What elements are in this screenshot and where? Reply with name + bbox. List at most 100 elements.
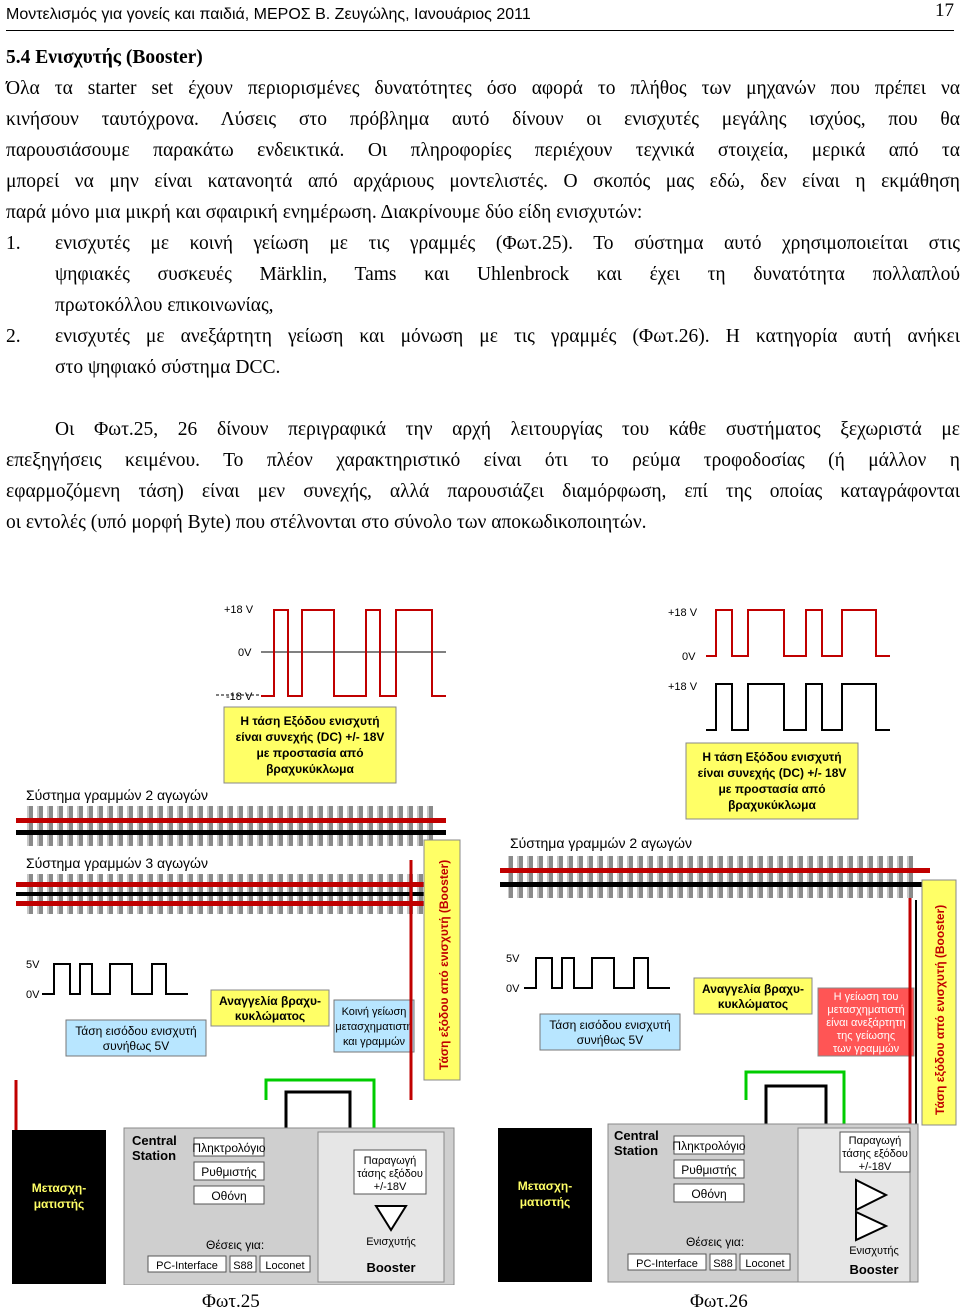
track-2-wire xyxy=(508,856,916,898)
gen-label: +/-18V xyxy=(374,1181,407,1193)
transformer-label: Μετασχη- xyxy=(518,1179,573,1193)
screen-label: Οθόνη xyxy=(691,1187,726,1201)
note-line: Αναγγελία βραχυ- xyxy=(702,982,804,996)
note-line: της γείωσης xyxy=(837,1030,895,1042)
note-line: και γραμμών xyxy=(343,1036,406,1048)
figure-25: +18 V 0V -18 V Η τάση Εξόδου ενισχυτή εί… xyxy=(6,580,468,1285)
transformer-label: ματιστής xyxy=(520,1195,571,1209)
note-line: βραχυκύκλωμα xyxy=(728,798,816,812)
text-line: οι εντολές (υπό μορφή Byte) που στέλνοντ… xyxy=(6,512,647,533)
amplifier-icon xyxy=(855,1178,889,1212)
figure-26: +18 V 0V +18 V Η τάση Εξόδου ενισχυτή εί… xyxy=(496,580,958,1285)
list-number: 1. xyxy=(6,233,21,254)
note-line: είναι συνεχής (DC) +/- 18V xyxy=(236,730,385,744)
list-number: 2. xyxy=(6,326,21,347)
vertical-output-label: Τάση εξόδου από ενισχυτή (Booster) xyxy=(437,860,451,1070)
note-line: είναι συνεχής (DC) +/- 18V xyxy=(698,766,847,780)
screen-label: Οθόνη xyxy=(211,1189,246,1203)
voltage-label: 5V xyxy=(506,953,520,965)
note-line: βραχυκύκλωμα xyxy=(266,762,354,776)
voltage-label: 0V xyxy=(682,651,696,663)
text-line: εφαρμοζόμενη τάση) είναι μεν συνεχής, αλ… xyxy=(6,481,960,502)
controller-label: Ρυθμιστής xyxy=(681,1163,737,1177)
note-line: κυκλώματος xyxy=(235,1009,305,1023)
note-line: Η γείωση του xyxy=(834,991,899,1003)
controller-label: Ρυθμιστής xyxy=(201,1165,257,1179)
vertical-output-label: Τάση εξόδου από ενισχυτή (Booster) xyxy=(933,905,947,1115)
note-line: Η τάση Εξόδου ενισχυτή xyxy=(240,714,379,728)
note-line: Αναγγελία βραχυ- xyxy=(219,994,321,1008)
voltage-label: 0V xyxy=(26,989,40,1001)
track-2-wire xyxy=(24,806,434,846)
note-line: Τάση εισόδου ενισχυτή xyxy=(549,1018,670,1032)
paragraph-1: Όλα τα starter set έχουν περιορισμένες δ… xyxy=(6,73,960,228)
note-line: με προστασία από xyxy=(256,746,363,760)
list-item: 2. ενισχυτές με ανεξάρτητη γείωση και μό… xyxy=(6,321,960,383)
voltage-label: 5V xyxy=(26,959,40,971)
track-2-label: Σύστημα γραμμών 2 αγωγών xyxy=(26,787,208,803)
text-line: στο ψηφιακό σύστημα DCC. xyxy=(55,357,281,378)
central-label: Station xyxy=(614,1143,658,1158)
port-label: PC-Interface xyxy=(636,1258,698,1270)
text-line: Όλα τα starter set έχουν περιορισμένες δ… xyxy=(6,78,960,99)
output-note-box xyxy=(685,742,859,820)
voltage-label: -18 V xyxy=(226,691,253,703)
voltage-label: +18 V xyxy=(668,607,698,619)
main-text: 5.4 Ενισχυτής (Booster) Όλα τα starter s… xyxy=(6,42,960,538)
port-label: S88 xyxy=(233,1260,253,1272)
track-3-label: Σύστημα γραμμών 3 αγωγών xyxy=(26,855,208,871)
voltage-label: 0V xyxy=(506,983,520,995)
note-line: μετασχηματιστή xyxy=(335,1021,412,1033)
voltage-label: +18 V xyxy=(224,604,254,616)
section-title: 5.4 Ενισχυτής (Booster) xyxy=(6,47,203,68)
transformer-box xyxy=(12,1130,106,1284)
note-line: μετασχηματιστή xyxy=(827,1004,904,1016)
central-label: Central xyxy=(614,1128,659,1143)
gen-label: Παραγωγή xyxy=(849,1135,902,1147)
text-line: ενισχυτές με ανεξάρτητη γείωση και μόνωσ… xyxy=(55,326,960,347)
port-label: Loconet xyxy=(265,1260,304,1272)
text-line: παρουσιάσουμε παρακάτω ενδεικτικά. Οι πλ… xyxy=(6,140,960,161)
amplifier-icon xyxy=(374,1205,408,1232)
transformer-label: ματιστής xyxy=(34,1197,85,1211)
note-line: κυκλώματος xyxy=(718,997,788,1011)
text-line: κινήσουν ταυτόχρονα. Λύσεις στο πρόβλημα… xyxy=(6,109,960,130)
page-header: Μοντελισμός για γονείς και παιδιά, ΜΕΡΟΣ… xyxy=(6,0,954,31)
keyboard-label: Πληκτρολόγιο xyxy=(192,1141,266,1155)
list-item: 1. ενισχυτές με κοινή γείωση με τις γραμ… xyxy=(6,228,960,321)
gen-label: +/-18V xyxy=(859,1161,892,1173)
voltage-label: +18 V xyxy=(668,681,698,693)
keyboard-label: Πληκτρολόγιο xyxy=(672,1139,746,1153)
text-line: ενισχυτές με κοινή γείωση με τις γραμμές… xyxy=(55,233,960,254)
positions-label: Θέσεις για: xyxy=(686,1235,744,1249)
text-line: παρά μόνο μια μικρή και σφαιρική ενημέρω… xyxy=(6,202,643,223)
text-line: πρωτοκόλλου επικοινωνίας, xyxy=(55,295,274,316)
track-2-label: Σύστημα γραμμών 2 αγωγών xyxy=(510,835,692,851)
note-line: με προστασία από xyxy=(718,782,825,796)
text-line: Οι Φωτ.25, 26 δίνουν περιγραφικά την αρχ… xyxy=(55,419,960,440)
text-line: επεξηγήσεις κειμένου. Το πλέον χαρακτηρι… xyxy=(6,450,960,471)
note-line: Κοινή γείωση xyxy=(342,1006,407,1018)
amplifier-icon xyxy=(855,1210,889,1242)
note-line: Η τάση Εξόδου ενισχυτή xyxy=(702,750,841,764)
central-label: Station xyxy=(132,1148,176,1163)
text-line: ψηφιακές συσκευές Märklin, Tams και Uhle… xyxy=(55,264,960,285)
note-line: των γραμμών xyxy=(833,1043,900,1055)
gen-label: τάσης εξόδου xyxy=(842,1148,908,1160)
amp-label: Ενισχυτής xyxy=(849,1245,899,1257)
booster-label: Booster xyxy=(366,1260,415,1275)
port-label: PC-Interface xyxy=(156,1260,218,1272)
paragraph-2: Οι Φωτ.25, 26 δίνουν περιγραφικά την αρχ… xyxy=(6,414,960,538)
output-note-box xyxy=(223,706,397,784)
transformer-label: Μετασχη- xyxy=(32,1181,87,1195)
header-title: Μοντελισμός για γονείς και παιδιά, ΜΕΡΟΣ… xyxy=(6,6,531,23)
figure-25-caption: Φωτ.25 xyxy=(202,1291,260,1312)
gen-label: τάσης εξόδου xyxy=(357,1168,423,1180)
amp-label: Ενισχυτής xyxy=(366,1236,416,1248)
page-number: 17 xyxy=(935,0,954,21)
note-line: συνήθως 5V xyxy=(103,1039,169,1053)
figure-26-caption: Φωτ.26 xyxy=(690,1291,748,1312)
port-label: S88 xyxy=(713,1258,733,1270)
transformer-box xyxy=(498,1128,592,1282)
note-line: Τάση εισόδου ενισχυτή xyxy=(75,1024,196,1038)
